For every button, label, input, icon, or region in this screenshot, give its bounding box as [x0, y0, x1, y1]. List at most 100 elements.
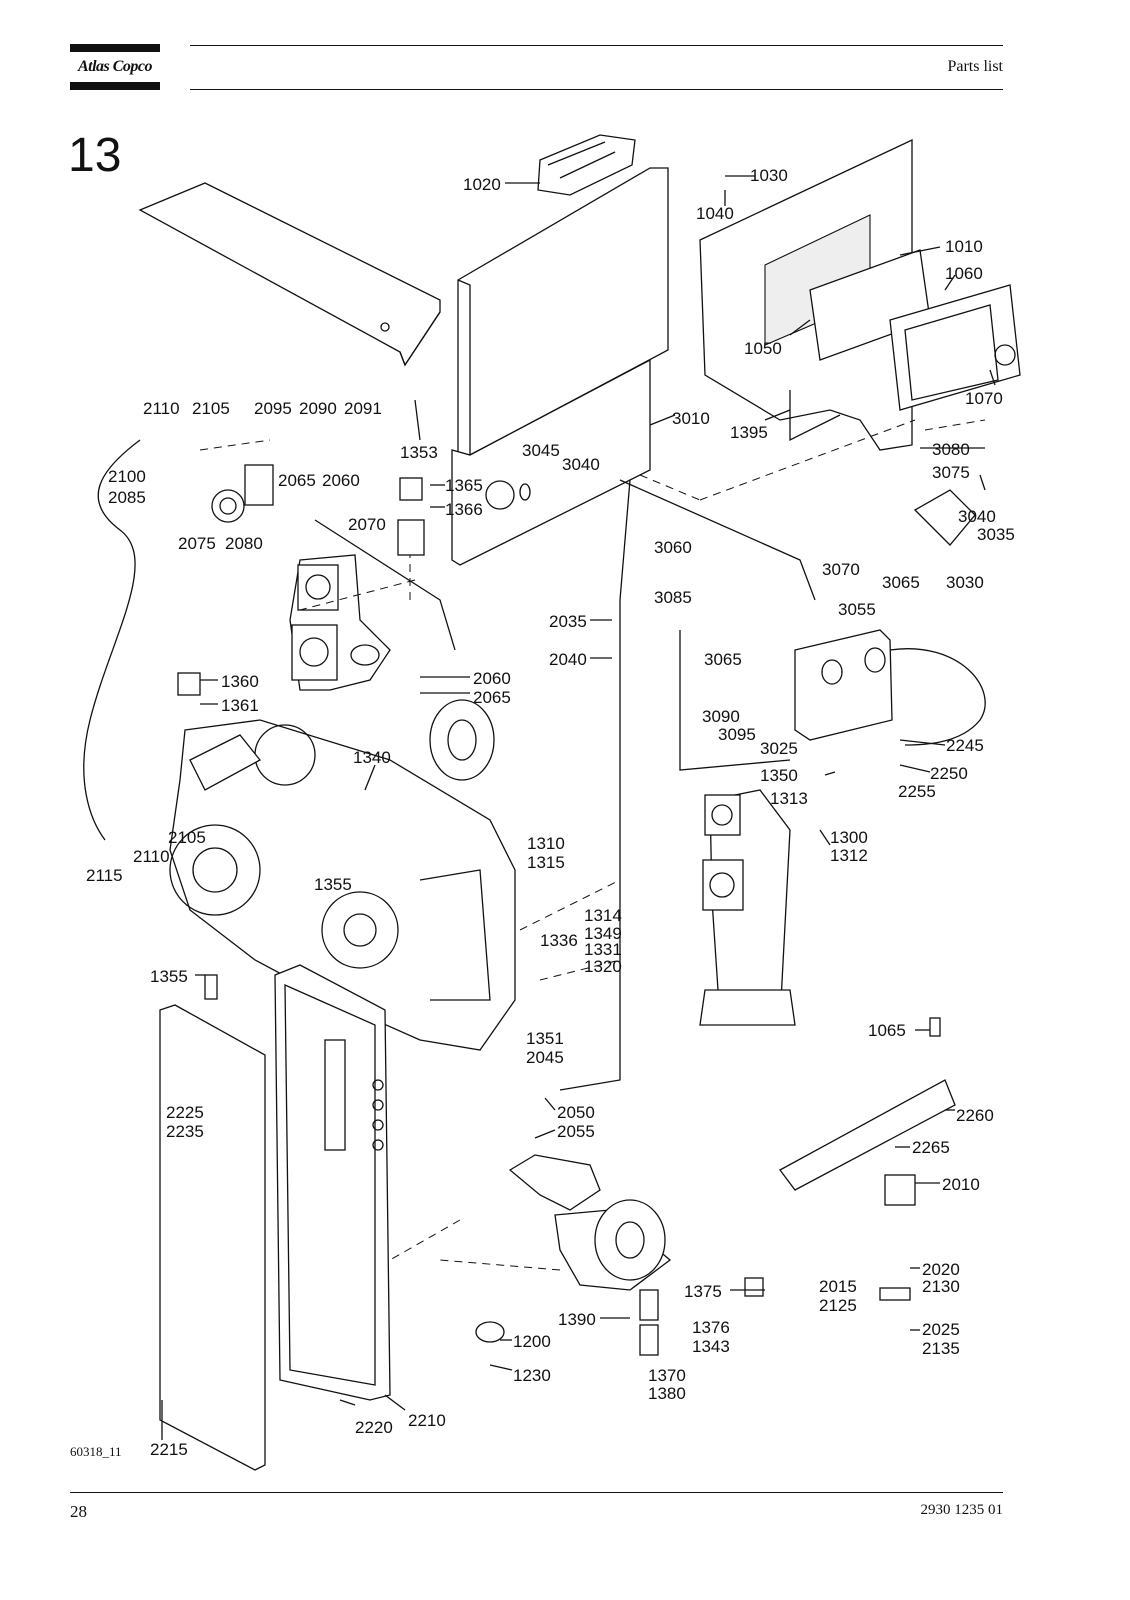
- callout-3065-lower: 3065: [704, 650, 742, 669]
- callout-3010: 3010: [672, 409, 710, 428]
- callout-2065-lower: 2065: [473, 688, 511, 707]
- side-panel: [159, 1004, 266, 1471]
- top-cover-panel: [138, 182, 441, 367]
- callout-2115: 2115: [86, 866, 123, 885]
- callout-2215: 2215: [150, 1440, 188, 1459]
- callout-1370: 1370: [648, 1366, 686, 1385]
- callout-1313: 1313: [770, 789, 808, 808]
- callout-2070: 2070: [348, 515, 386, 534]
- callout-1320: 1320: [584, 957, 622, 976]
- callout-3045: 3045: [522, 441, 560, 460]
- atlas-copco-logo: Atlas Copco: [70, 44, 160, 90]
- callout-1355-upper: 1355: [314, 875, 352, 894]
- clamp-2015: [879, 1287, 911, 1301]
- header-rule-bottom: [190, 89, 1003, 90]
- callout-2090: 2090: [299, 399, 337, 418]
- callout-2135: 2135: [922, 1339, 960, 1358]
- callout-1010: 1010: [945, 237, 983, 256]
- callout-1350: 1350: [760, 766, 798, 785]
- outlet-elbow: [508, 1154, 672, 1291]
- callout-2085: 2085: [108, 488, 146, 507]
- callout-2100: 2100: [108, 467, 146, 486]
- hose-line-left: [83, 439, 141, 841]
- callout-2210: 2210: [408, 1411, 446, 1430]
- callout-1020: 1020: [463, 175, 501, 194]
- callout-2035: 2035: [549, 612, 587, 631]
- callout-2060-lower: 2060: [473, 669, 511, 688]
- callout-2010: 2010: [942, 1175, 980, 1194]
- filter-1366: [397, 519, 425, 556]
- cooler-block: [794, 629, 893, 741]
- callout-2075: 2075: [178, 534, 216, 553]
- header-rule-top: [190, 45, 1003, 46]
- callout-3080: 3080: [932, 440, 970, 459]
- tube-2070: [314, 519, 456, 651]
- callout-1376: 1376: [692, 1318, 730, 1337]
- callout-1351: 1351: [526, 1029, 564, 1048]
- document-title: Parts list: [947, 58, 1003, 75]
- callout-3065: 3065: [882, 573, 920, 592]
- callout-1065: 1065: [868, 1021, 906, 1040]
- callout-2055: 2055: [557, 1122, 595, 1141]
- logo-text: Atlas Copco: [77, 58, 153, 75]
- compressor-assembly: [169, 719, 516, 1051]
- display-module: [809, 249, 1021, 411]
- callout-2080: 2080: [225, 534, 263, 553]
- callout-1030: 1030: [750, 166, 788, 185]
- solenoid-1365: [399, 477, 423, 501]
- callout-2130: 2130: [922, 1277, 960, 1296]
- callout-2050: 2050: [557, 1103, 595, 1122]
- callout-1050: 1050: [744, 339, 782, 358]
- callout-1349: 1349: [584, 924, 622, 943]
- callout-2095: 2095: [254, 399, 292, 418]
- intake-pipe: [289, 554, 391, 691]
- callout-2105: 2105: [192, 399, 230, 418]
- callout-3040-right: 3040: [958, 507, 996, 526]
- callout-2260: 2260: [956, 1106, 994, 1125]
- callout-3060: 3060: [654, 538, 692, 557]
- section-number: 13: [68, 129, 122, 182]
- callout-1314: 1314: [584, 906, 622, 925]
- tube-2245: [889, 648, 986, 746]
- callout-1300: 1300: [830, 828, 868, 847]
- control-panel: [699, 138, 913, 451]
- part-1375: [744, 1277, 764, 1297]
- callout-2091: 2091: [344, 399, 382, 418]
- plate-1370: [639, 1289, 659, 1321]
- callout-3090: 3090: [702, 707, 740, 726]
- callout-3070: 3070: [822, 560, 860, 579]
- tube-3060: [559, 479, 631, 1091]
- side-frame: [274, 964, 391, 1401]
- callout-1060: 1060: [945, 264, 983, 283]
- callout-2025: 2025: [922, 1320, 960, 1339]
- callout-3085: 3085: [654, 588, 692, 607]
- callout-1340: 1340: [353, 748, 391, 767]
- document-number: 2930 1235 01: [920, 1502, 1004, 1518]
- figure-id: 60318_11: [70, 1444, 122, 1459]
- callout-1315: 1315: [527, 853, 565, 872]
- callout-1395: 1395: [730, 423, 768, 442]
- callout-1312: 1312: [830, 846, 868, 865]
- callout-1365: 1365: [445, 476, 483, 495]
- callout-2265: 2265: [912, 1138, 950, 1157]
- clamp-1200: [475, 1321, 505, 1343]
- callout-3035: 3035: [977, 525, 1015, 544]
- callout-3030: 3030: [946, 573, 984, 592]
- callout-2060: 2060: [322, 471, 360, 490]
- callout-2245: 2245: [946, 736, 984, 755]
- callout-1375: 1375: [684, 1282, 722, 1301]
- callout-1355-lower: 1355: [150, 967, 188, 986]
- callout-2235: 2235: [166, 1122, 204, 1141]
- intake-flange: [429, 699, 495, 781]
- callout-1331: 1331: [584, 940, 622, 959]
- plate-1380: [639, 1324, 659, 1356]
- callout-1390: 1390: [558, 1310, 596, 1329]
- center-panel: [451, 167, 669, 566]
- callout-3095: 3095: [718, 725, 756, 744]
- callout-1070: 1070: [965, 389, 1003, 408]
- callout-1200: 1200: [513, 1332, 551, 1351]
- footer-rule: [70, 1492, 1003, 1493]
- callout-2255: 2255: [898, 782, 936, 801]
- callout-2110: 2110: [143, 399, 180, 418]
- callout-1366: 1366: [445, 500, 483, 519]
